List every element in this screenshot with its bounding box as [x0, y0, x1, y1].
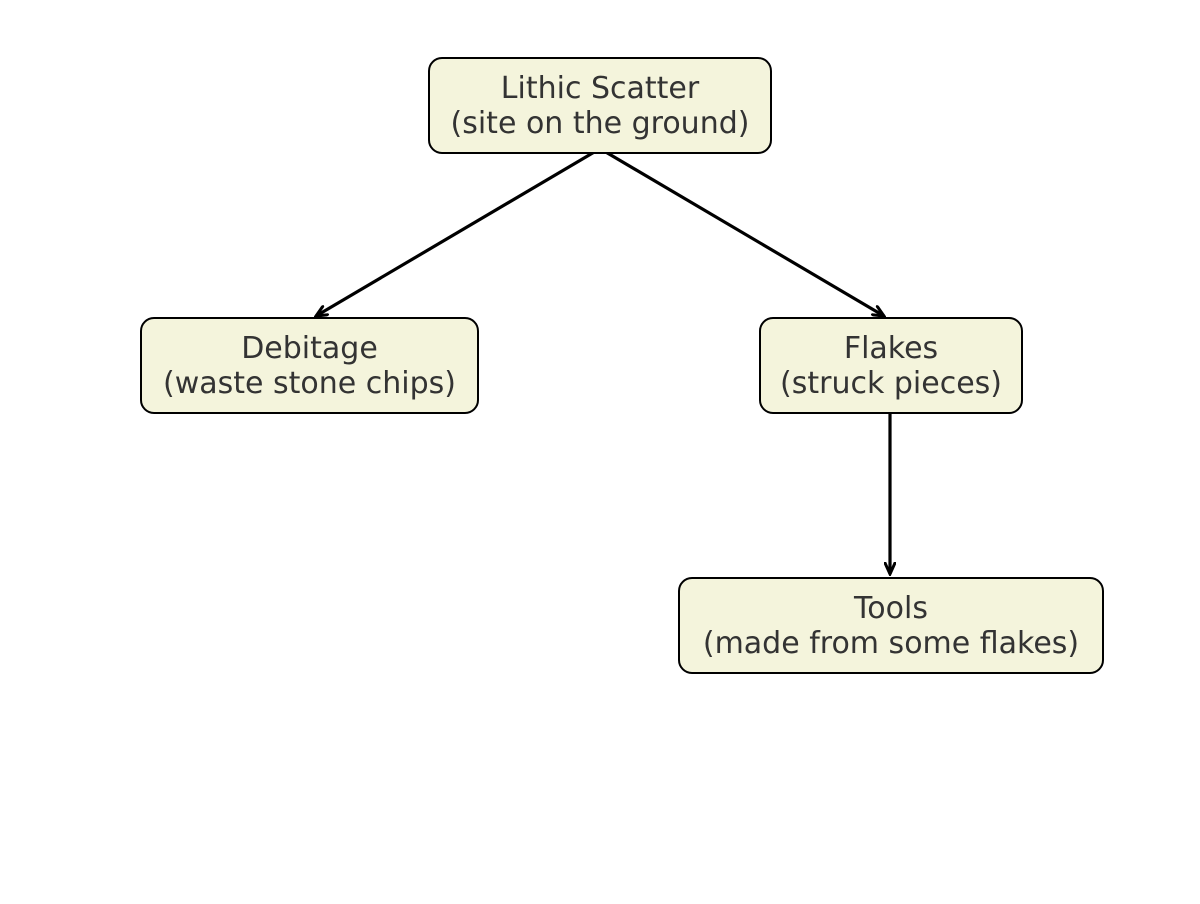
edge-root-to-flakes — [603, 149, 884, 316]
node-tools-title: Tools — [854, 590, 928, 626]
node-debitage-subtitle: (waste stone chips) — [163, 365, 456, 401]
node-debitage-title: Debitage — [241, 330, 378, 366]
node-lithic-scatter-title: Lithic Scatter — [500, 70, 700, 106]
edge-root-to-debitage — [316, 149, 597, 316]
node-lithic-scatter-subtitle: (site on the ground) — [450, 105, 750, 141]
node-tools-subtitle: (made from some flakes) — [702, 625, 1080, 661]
node-debitage: Debitage (waste stone chips) — [140, 317, 479, 414]
node-lithic-scatter: Lithic Scatter (site on the ground) — [428, 57, 772, 154]
node-tools: Tools (made from some flakes) — [678, 577, 1104, 674]
node-flakes-title: Flakes — [843, 330, 939, 366]
node-flakes-subtitle: (struck pieces) — [780, 365, 1002, 401]
node-flakes: Flakes (struck pieces) — [759, 317, 1023, 414]
